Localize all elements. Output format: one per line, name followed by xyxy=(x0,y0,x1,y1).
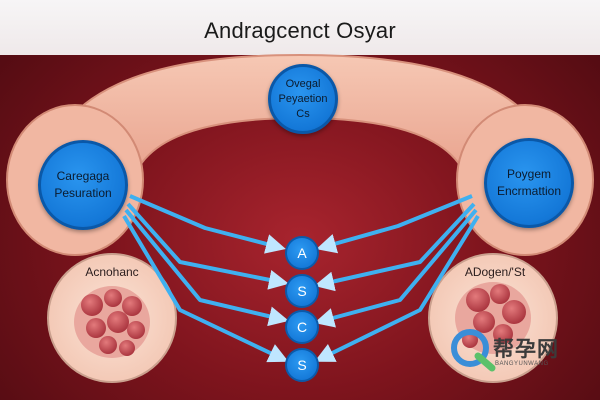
watermark-text: 帮孕网 xyxy=(493,338,559,361)
center-node-s1: S xyxy=(285,274,319,308)
right-node: Poygem Encrmattion xyxy=(484,138,574,228)
top-node-line-2: Peyaetion xyxy=(278,92,328,105)
left-arrows xyxy=(122,194,289,363)
right-node-line-1: Poygem xyxy=(506,167,552,181)
right-cell-label: ADogen/'St xyxy=(464,265,526,279)
left-node-line-2: Pesuration xyxy=(54,186,112,200)
center-node-c: C xyxy=(285,310,319,344)
left-cell-cluster xyxy=(74,286,150,358)
diagram-title: Andragcenct Osyar xyxy=(204,18,396,43)
right-cell-cluster xyxy=(455,282,531,354)
left-cell-label: Acnohanc xyxy=(85,265,139,279)
center-node-a: A xyxy=(285,236,319,270)
left-node-line-1: Caregaga xyxy=(56,169,110,183)
header-band xyxy=(0,0,600,55)
right-arrows xyxy=(314,194,480,362)
top-node: Ovegal Peyaetion Cs xyxy=(268,64,338,134)
center-node-s2: S xyxy=(285,348,319,382)
watermark-subtext: BANGYUNWANG xyxy=(495,361,549,367)
top-node-line-3: Cs xyxy=(296,107,310,120)
q-logo-icon xyxy=(451,329,496,372)
top-node-line-1: Ovegal xyxy=(285,77,321,90)
right-node-line-2: Encrmattion xyxy=(496,184,562,198)
left-node: Caregaga Pesuration xyxy=(38,140,128,230)
